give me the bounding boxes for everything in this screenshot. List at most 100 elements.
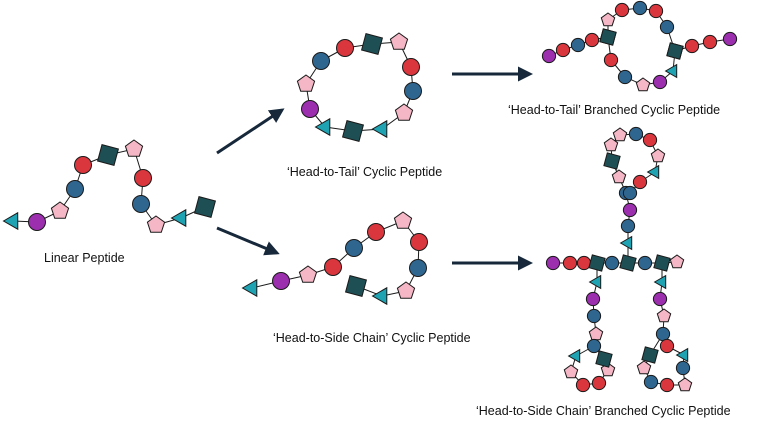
label-head-to-tail: ‘Head-to-Tail’ Cyclic Peptide: [287, 165, 442, 179]
linear-teal-triangle-residue: [2, 211, 19, 231]
htt-cyclic-red-circle-residue: [336, 39, 354, 57]
linear-pink-pentagon-residue: [50, 201, 70, 219]
htt-branched-red-circle-residue: [555, 42, 571, 58]
hts-branched-right-pink-pentagon-residue: [677, 377, 693, 392]
hts-branched-left-purple-circle-residue: [585, 291, 601, 307]
htt-branched-red-circle-residue: [614, 2, 630, 18]
hts-branched-top-red-circle-residue: [642, 132, 658, 148]
hts-branched-top-pink-pentagon-residue: [611, 169, 627, 184]
peptide-residues: [2, 0, 738, 393]
hts-branched-left-teal-triangle-residue: [588, 274, 602, 290]
hts-branched-right-blue-circle-residue: [675, 360, 691, 376]
hts-branched-right-blue-circle-residue: [655, 326, 671, 342]
label-hts-branched: ‘Head-to-Side Chain’ Branched Cyclic Pep…: [476, 404, 731, 418]
htt-branched-blue-circle-residue: [570, 37, 586, 53]
htt-branched-ring-teal-triangle-residue: [664, 63, 678, 79]
hts-branched-top-purple-circle-residue: [622, 202, 638, 218]
label-head-to-side: ‘Head-to-Side Chain’ Cyclic Peptide: [273, 331, 471, 345]
linear-pink-pentagon-residue: [124, 139, 144, 157]
hts-branched-left-red-circle-residue: [591, 375, 607, 391]
hts-branched-top-blue-circle-residue: [620, 218, 636, 234]
hts-branched-left-blue-circle-residue: [586, 338, 602, 354]
linear-red-circle-residue: [134, 169, 152, 187]
linear-pink-pentagon-residue: [146, 215, 166, 233]
htt-branched-red-circle-residue: [702, 34, 718, 50]
htt-cyclic-blue-circle-residue: [404, 82, 422, 100]
htt-branched-red-circle-residue: [648, 3, 664, 19]
label-htt-branched: ‘Head-to-Tail’ Branched Cyclic Peptide: [508, 103, 720, 117]
htt-cyclic-teal-triangle-residue: [314, 117, 331, 137]
hts-branched-top-teal-triangle-residue: [619, 235, 633, 251]
hts-branched-top-pink-pentagon-residue: [603, 137, 619, 152]
htt-branched-ring-blue-circle-residue: [617, 69, 633, 85]
hts-branched-right-blue-circle-residue: [643, 374, 659, 390]
hts-branched-top-teal-triangle-residue: [646, 164, 660, 180]
hts-cyclic-blue-circle-residue: [345, 239, 363, 257]
linear-purple-circle-residue: [28, 213, 46, 231]
htt-cyclic-pink-pentagon-residue: [394, 103, 414, 121]
htt-cyclic-pink-pentagon-residue: [296, 74, 316, 92]
linear-dark-square-residue: [96, 143, 120, 167]
hts-branched-backbone-purple-circle-residue: [545, 255, 561, 271]
htt-cyclic-red-circle-residue: [402, 58, 420, 76]
linear-blue-circle-residue: [132, 195, 150, 213]
hts-cyclic-pink-pentagon-residue: [298, 265, 318, 283]
hts-cyclic-pink-pentagon-residue: [396, 281, 416, 299]
hts-branched-left-red-circle-residue: [575, 377, 591, 393]
hts-branched-left-pink-pentagon-residue: [588, 326, 604, 341]
hts-branched-backbone-blue-circle-residue: [604, 255, 620, 271]
htt-branched-ring-purple-circle-residue: [652, 74, 668, 90]
htt-branched-ring-dark-square-residue: [599, 28, 617, 46]
htt-cyclic-blue-circle-residue: [312, 52, 330, 70]
htt-branched-ring-pink-pentagon-residue: [635, 77, 651, 92]
hts-branched-backbone-dark-square-residue: [588, 254, 606, 272]
hts-cyclic-teal-triangle-residue: [241, 278, 258, 298]
htt-branched-red-circle-residue: [584, 32, 600, 48]
hts-branched-left-teal-triangle-residue: [567, 348, 581, 364]
htt-branched-blue-circle-residue: [632, 0, 648, 16]
htt-branched-red-circle-residue: [684, 38, 700, 54]
arrow-to-head-to-side: [216, 226, 280, 256]
hts-branched-backbone-dark-square-residue: [653, 254, 671, 272]
hts-branched-right-red-circle-residue: [659, 377, 675, 393]
linear-teal-triangle-residue: [170, 208, 187, 228]
hts-branched-backbone-blue-circle-residue: [637, 255, 653, 271]
hts-branched-top-pink-pentagon-residue: [612, 127, 628, 142]
htt-cyclic-purple-circle-residue: [301, 100, 319, 118]
hts-branched-top-dark-square-residue: [603, 152, 621, 170]
linear-dark-square-residue: [193, 195, 217, 219]
hts-branched-left-dark-square-residue: [595, 350, 613, 368]
hts-cyclic-blue-circle-residue: [409, 259, 427, 277]
linear-red-circle-residue: [74, 156, 92, 174]
hts-branched-right-dark-square-residue: [641, 346, 659, 364]
hts-branched-right-red-circle-residue: [659, 338, 675, 354]
label-linear-peptide: Linear Peptide: [44, 251, 125, 265]
hts-branched-backbone-pink-pentagon-residue: [669, 254, 685, 269]
htt-branched-ring-dark-square-residue: [666, 42, 684, 60]
hts-branched-top-blue-circle-residue: [622, 185, 638, 201]
hts-branched-backbone-red-circle-residue: [562, 255, 578, 271]
hts-branched-left-blue-circle-residue: [586, 308, 602, 324]
hts-cyclic-dark-square-residue: [344, 274, 368, 298]
hts-branched-right-pink-pentagon-residue: [636, 360, 652, 375]
hts-branched-right-teal-triangle-residue: [653, 274, 667, 290]
htt-branched-purple-circle-residue: [722, 31, 738, 47]
htt-cyclic-teal-triangle-residue: [371, 119, 388, 139]
hts-branched-backbone-dark-square-residue: [619, 254, 637, 272]
hts-cyclic-red-circle-residue: [367, 223, 385, 241]
hts-cyclic-purple-circle-residue: [272, 272, 290, 290]
htt-branched-blue-circle-residue: [659, 19, 675, 35]
hts-branched-right-teal-triangle-residue: [675, 347, 689, 363]
htt-branched-purple-circle-residue: [541, 48, 557, 64]
htt-branched-pink-pentagon-residue: [600, 12, 616, 27]
hts-branched-left-pink-pentagon-residue: [563, 364, 579, 379]
arrow-to-head-to-tail: [216, 108, 285, 155]
hts-branched-top-red-circle-residue: [632, 174, 648, 190]
htt-branched-ring-red-circle-residue: [603, 52, 619, 68]
htt-cyclic-dark-square-residue: [341, 119, 365, 143]
hts-branched-right-purple-circle-residue: [652, 291, 668, 307]
hts-cyclic-red-circle-residue: [410, 233, 428, 251]
hts-branched-top-blue-circle-residue: [628, 126, 644, 142]
hts-cyclic-pink-pentagon-residue: [393, 211, 413, 229]
